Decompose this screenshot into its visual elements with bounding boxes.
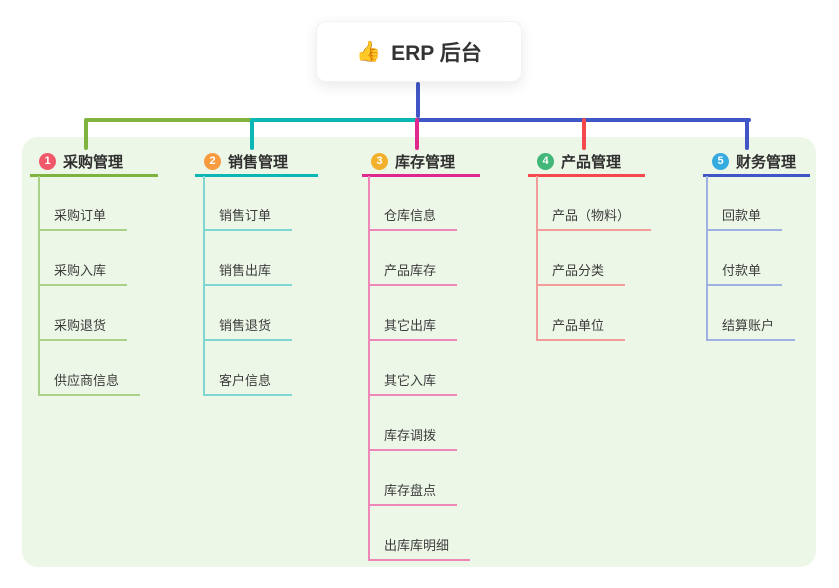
branch-1-children-line <box>38 176 40 396</box>
branch-2-drop-line <box>250 118 254 150</box>
branch-3-drop-line <box>415 118 419 150</box>
branch-5-label: 财务管理 <box>736 153 797 171</box>
branch-3-child-3[interactable]: 其它出库 <box>368 313 458 341</box>
branch-1-child-1[interactable]: 采购订单 <box>38 203 128 231</box>
branch-4-child-3[interactable]: 产品单位 <box>536 313 626 341</box>
root-label: ERP 后台 <box>391 41 482 65</box>
branch-2-child-3[interactable]: 销售退货 <box>203 313 293 341</box>
root-stem-line <box>416 82 420 118</box>
branch-3-children-line <box>368 176 370 561</box>
level1-connector-segment-1 <box>86 118 254 122</box>
branch-1-number-badge: 1 <box>39 152 56 170</box>
root-node[interactable]: 👍 ERP 后台 <box>316 21 522 82</box>
branch-3-child-2[interactable]: 产品库存 <box>368 258 458 286</box>
branch-5-child-3[interactable]: 结算账户 <box>706 313 796 341</box>
branch-2-node[interactable]: 2 销售管理 <box>195 148 318 177</box>
branch-2-child-4[interactable]: 客户信息 <box>203 368 293 396</box>
branch-3-child-1[interactable]: 仓库信息 <box>368 203 458 231</box>
branch-5-children-line <box>706 176 708 341</box>
branch-4-drop-line <box>582 118 586 150</box>
branch-5-drop-line <box>745 118 749 150</box>
branch-1-child-2[interactable]: 采购入库 <box>38 258 128 286</box>
branches-panel <box>22 137 816 567</box>
branch-3-child-5[interactable]: 库存调拨 <box>368 423 458 451</box>
branch-5-node[interactable]: 5 财务管理 <box>703 148 810 177</box>
branch-5-child-2[interactable]: 付款单 <box>706 258 783 286</box>
branch-1-node[interactable]: 1 采购管理 <box>30 148 158 177</box>
thumbs-up-icon: 👍 <box>356 40 382 63</box>
branch-3-child-6[interactable]: 库存盘点 <box>368 478 458 506</box>
branch-4-node[interactable]: 4 产品管理 <box>528 148 645 177</box>
level1-connector-segment-2 <box>252 118 419 122</box>
branch-2-child-1[interactable]: 销售订单 <box>203 203 293 231</box>
branch-1-drop-line <box>84 118 88 150</box>
branch-4-child-2[interactable]: 产品分类 <box>536 258 626 286</box>
branch-3-child-7[interactable]: 出库库明细 <box>368 533 471 561</box>
branch-3-node[interactable]: 3 库存管理 <box>362 148 480 177</box>
branch-3-label: 库存管理 <box>395 153 456 171</box>
branch-1-child-3[interactable]: 采购退货 <box>38 313 128 341</box>
branch-2-number-badge: 2 <box>204 152 221 170</box>
branch-1-child-4[interactable]: 供应商信息 <box>38 368 141 396</box>
branch-4-children-line <box>536 176 538 341</box>
branch-2-children-line <box>203 176 205 396</box>
branch-4-child-1[interactable]: 产品（物料） <box>536 203 652 231</box>
branch-2-child-2[interactable]: 销售出库 <box>203 258 293 286</box>
branch-3-number-badge: 3 <box>371 152 388 170</box>
branch-5-child-1[interactable]: 回款单 <box>706 203 783 231</box>
branch-1-label: 采购管理 <box>63 153 124 171</box>
branch-4-number-badge: 4 <box>537 152 554 170</box>
branch-3-child-4[interactable]: 其它入库 <box>368 368 458 396</box>
branch-4-label: 产品管理 <box>561 153 622 171</box>
branch-5-number-badge: 5 <box>712 152 729 170</box>
branch-2-label: 销售管理 <box>228 153 289 171</box>
